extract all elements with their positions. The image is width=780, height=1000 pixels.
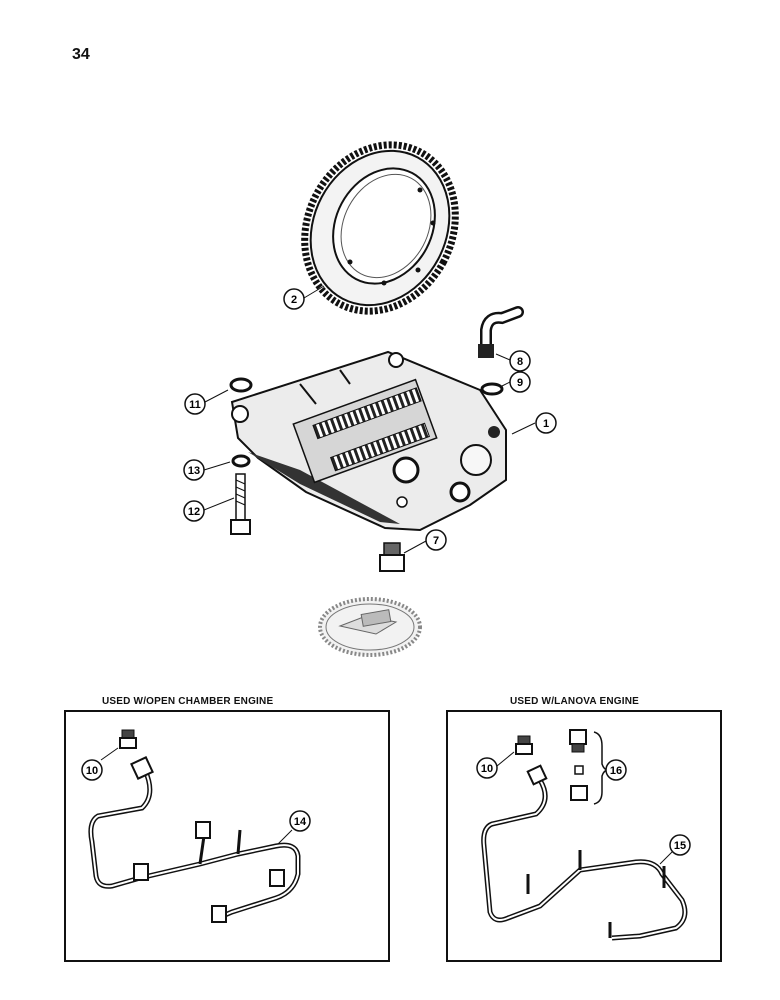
oil-pipe [478,306,524,358]
svg-text:10: 10 [481,763,493,775]
injector-pipe-15 [481,764,688,941]
svg-text:8: 8 [517,356,523,368]
left-panel-title: USED W/OPEN CHAMBER ENGINE [102,696,274,707]
svg-text:13: 13 [188,465,200,477]
right-panel-title: USED W/LANOVA ENGINE [510,696,640,707]
svg-text:12: 12 [188,506,200,518]
injector-pipe-14 [88,756,301,923]
leader-lines [203,285,536,554]
callout-15: 15 [669,834,691,856]
svg-text:14: 14 [294,816,307,828]
callout-10-left: 10 [81,759,103,781]
svg-text:16: 16 [610,765,622,777]
page-number: 34 [72,46,90,63]
bolt-12 [230,473,251,535]
o-ring [480,382,504,396]
callout-7: 7 [425,529,447,551]
svg-text:2: 2 [291,294,297,306]
svg-text:9: 9 [517,377,523,389]
drive-gear [318,597,422,657]
callout-8: 8 [509,350,531,372]
open-chamber-panel [64,710,390,962]
callout-1: 1 [535,412,557,434]
svg-text:1: 1 [543,418,549,430]
callout-10-right: 10 [476,757,498,779]
plug-7 [379,542,405,572]
callout-2: 2 [283,288,305,310]
svg-text:7: 7 [433,535,439,547]
fitting-10-left [119,729,137,749]
callout-12: 12 [183,500,205,522]
callout-9: 9 [509,371,531,393]
fitting-10-right [515,735,533,755]
callout-13: 13 [183,459,205,481]
lanova-panel [446,710,722,962]
svg-text:15: 15 [674,840,686,852]
lock-washer-13 [231,454,251,468]
fittings-16 [569,729,588,801]
oil-pump-body [230,350,507,532]
svg-text:10: 10 [86,765,98,777]
callout-14: 14 [289,810,311,832]
svg-text:11: 11 [189,399,201,411]
callout-11: 11 [184,393,206,415]
ring-gear [301,141,459,315]
callout-16: 16 [605,759,627,781]
washer-11 [229,377,253,393]
